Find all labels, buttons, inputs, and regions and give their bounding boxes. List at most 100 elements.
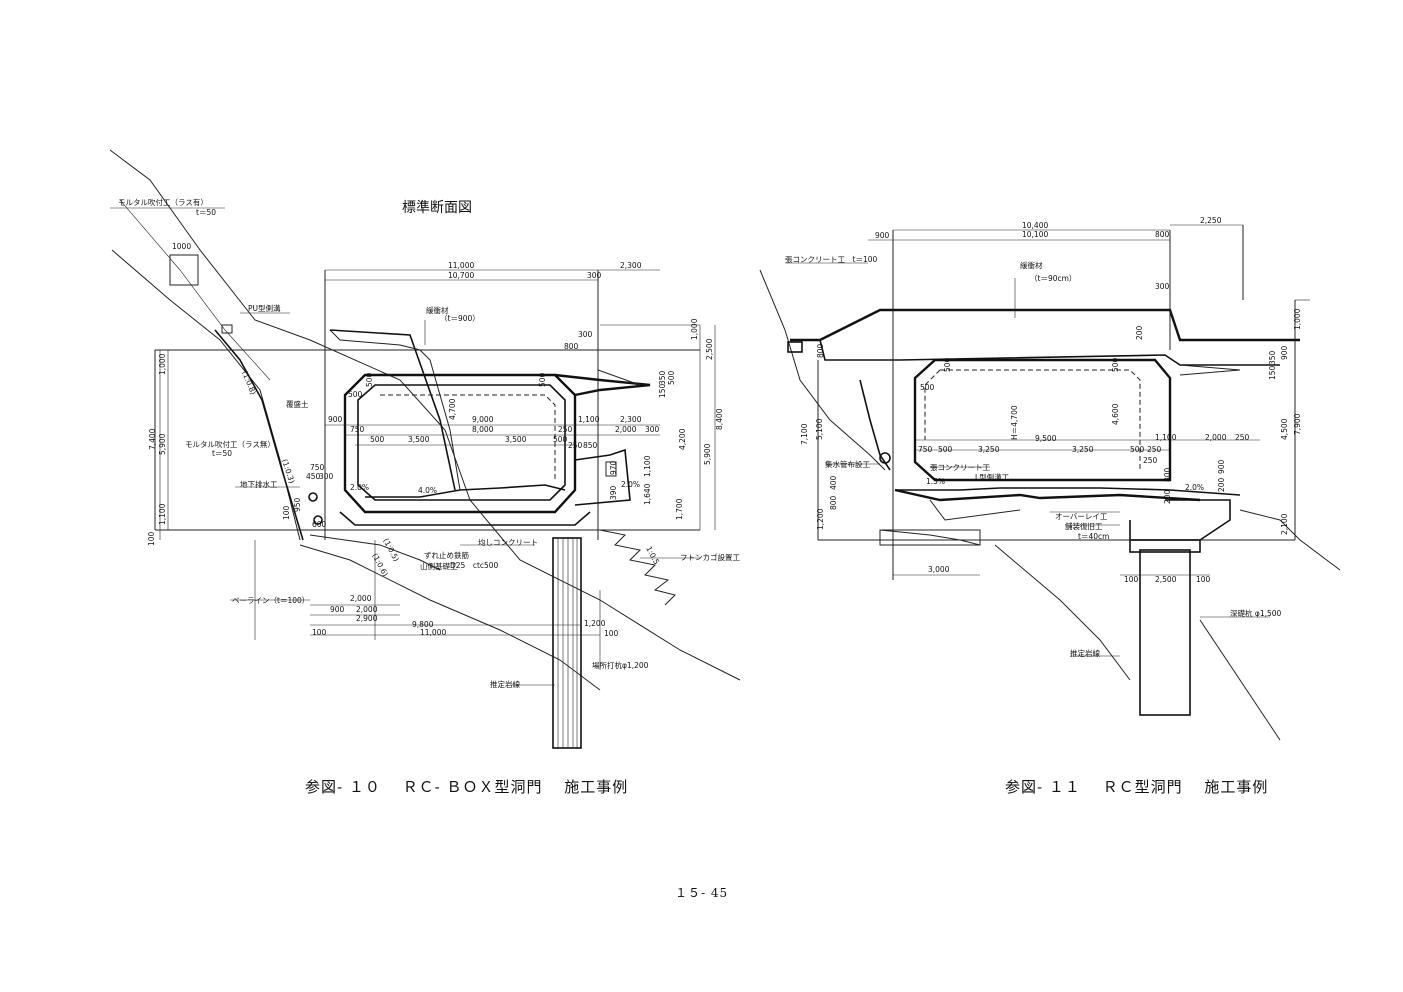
fig10-label-pu: PU型側溝	[248, 303, 281, 313]
fig11-dim-text: 500	[920, 383, 935, 392]
fig10-pile	[552, 537, 582, 749]
fig10-dim-text: 1,100	[643, 455, 652, 477]
fig10-dim-text: 800	[564, 342, 579, 351]
fig10-dim-text: 2,900	[356, 614, 378, 623]
fig11-label-rock: 推定岩線	[1070, 648, 1100, 658]
fig10-dim-text: 500	[553, 435, 568, 444]
fig10-dim-text: 11,000	[420, 628, 446, 637]
fig10-grad1: 2.0%	[350, 483, 369, 492]
fig11-road	[895, 487, 1241, 496]
fig11-base-block	[879, 529, 981, 546]
fig10-label-1000: 1000	[172, 242, 191, 251]
fig10-drawing: 標準断面図 モルタル吹付工（ラス有） t＝50 1000 PU型側溝 緩衝材 （…	[109, 149, 740, 749]
fig11-label-pile: 深礎杭 φ1,500	[1230, 608, 1282, 618]
fig10-dim-text: 500	[667, 370, 676, 385]
fig10-dim-text: 300	[587, 271, 602, 280]
fig10-box-outer	[343, 373, 577, 514]
fig11-box-dashed	[940, 369, 1141, 470]
fig11-label-slope: 1.5%	[926, 477, 945, 486]
fig11-dim-text: 5,100	[815, 418, 824, 440]
fig10-slope4: (1:0.6)	[370, 552, 390, 578]
fig11-dim-text: 250	[1143, 456, 1158, 465]
fig11-deck	[894, 488, 1201, 502]
fig10-cantilever-line	[597, 330, 641, 386]
fig10-dim-text: 3,500	[408, 435, 430, 444]
fig11-footing	[1129, 499, 1231, 541]
fig11-base	[929, 499, 1021, 521]
fig10-label-zure2: D25 ctc500	[450, 561, 499, 570]
fig10-dim-text: 300	[319, 472, 334, 481]
fig10-dim-text: 9,800	[412, 620, 434, 629]
fig10-dim-text: 500	[348, 390, 363, 399]
fig10-dim-text: 500	[370, 435, 385, 444]
fig11-dim-text: 2,250	[1200, 216, 1222, 225]
fig11-slab-under	[819, 339, 1280, 366]
fig10-dim-text: 350	[658, 370, 667, 385]
fig10-dim-text: 300	[578, 330, 593, 339]
fig10-label-futon: フトンカゴ設置工	[680, 552, 740, 562]
fig11-dim-text: 3,250	[978, 445, 1000, 454]
fig10-dim-text: 970	[609, 460, 618, 475]
fig11-label-lside: L型側溝工	[975, 472, 1010, 482]
fig10-dim-text: 1,000	[690, 318, 699, 340]
fig11-top-slab	[790, 308, 1300, 342]
fig10-drain-pipe	[313, 515, 323, 525]
fig10-dim-text: 850	[583, 441, 598, 450]
fig10-dim-text: 2,000	[356, 605, 378, 614]
fig10-dim-text: 900	[328, 415, 343, 424]
fig10-dim-text: 900	[330, 605, 345, 614]
fig11-box-dashed2	[924, 369, 941, 440]
fig10-dim-text: 500	[365, 372, 374, 387]
fig11-box-outer	[913, 358, 1172, 482]
fig11-dim-text: 100	[1124, 575, 1139, 584]
fig11-right-ground	[1239, 509, 1341, 571]
fig10-dim-text: 3,500	[505, 435, 527, 444]
fig10-box-inner	[357, 384, 566, 501]
fig11-dim-text: 2,000	[1205, 433, 1227, 442]
page-number: １５- 45	[675, 886, 729, 900]
fig11-label-pave: 舗装復旧工	[1065, 521, 1103, 531]
fig11-dim-text: 2,500	[1155, 575, 1177, 584]
fig11-dim-text: 7,100	[800, 423, 809, 445]
fig10-grad3: 2.0%	[621, 480, 640, 489]
fig10-dim-text: 4,200	[678, 428, 687, 450]
fig10-pu-ditch	[221, 324, 233, 334]
fig11-dim-text: 200	[1217, 477, 1226, 492]
fig11-drain	[787, 341, 803, 353]
fig10-label-mortar: モルタル吹付工（ラス有）	[118, 197, 208, 207]
fig11-pile	[1139, 549, 1191, 716]
fig11-dim-text: 800	[1155, 230, 1170, 239]
fig10-label-nuki: 均しコンクリート	[478, 537, 538, 547]
fig10-dim-text: 100	[282, 505, 291, 520]
fig11-dim-text: 800	[1163, 467, 1172, 482]
fig10-dim-text: 2,000	[350, 594, 372, 603]
fig11-dim-text: 350	[1268, 350, 1277, 365]
fig10-label-rock: 推定岩線	[490, 679, 520, 689]
fig11-dim-text: 900	[1280, 345, 1289, 360]
fig10-road	[365, 484, 566, 498]
fig11-label-mat: 集水管布設工	[825, 459, 870, 469]
fig11-dim-text: 2,100	[1280, 513, 1289, 535]
fig10-title: 標準断面図	[402, 200, 472, 216]
fig11-dim-text: 250	[1235, 433, 1250, 442]
fig10-gabion	[599, 529, 676, 606]
fig10-dim-text: 2,000	[615, 425, 637, 434]
fig11-dim-text: 200	[1135, 325, 1144, 340]
fig11-drain-pipe	[879, 452, 891, 464]
fig11-dim-text: 100	[1196, 575, 1211, 584]
fig10-dim-text: 950	[293, 497, 302, 512]
fig10-dim-text: 10,700	[448, 271, 474, 280]
fig11-dim-text: 800	[829, 495, 838, 510]
fig11-dim-text: 3,250	[1072, 445, 1094, 454]
fig10-dim-text: 1,700	[675, 498, 684, 520]
fig10-top-block	[169, 254, 199, 286]
fig11-caption: 参図- １１ ＲＣ型洞門 施工事例	[1005, 778, 1269, 796]
fig10-footing	[339, 511, 591, 526]
fig10-dim-text: 750	[350, 425, 365, 434]
fig11-label-overlay: オーバーレイ工	[1055, 512, 1108, 521]
fig10-dim-text: 1,100	[158, 503, 167, 525]
fig11-dim-text: 150	[1268, 365, 1277, 380]
fig10-dim-text: 500	[538, 372, 547, 387]
fig10-slope3: (1:0.5)	[381, 537, 401, 563]
